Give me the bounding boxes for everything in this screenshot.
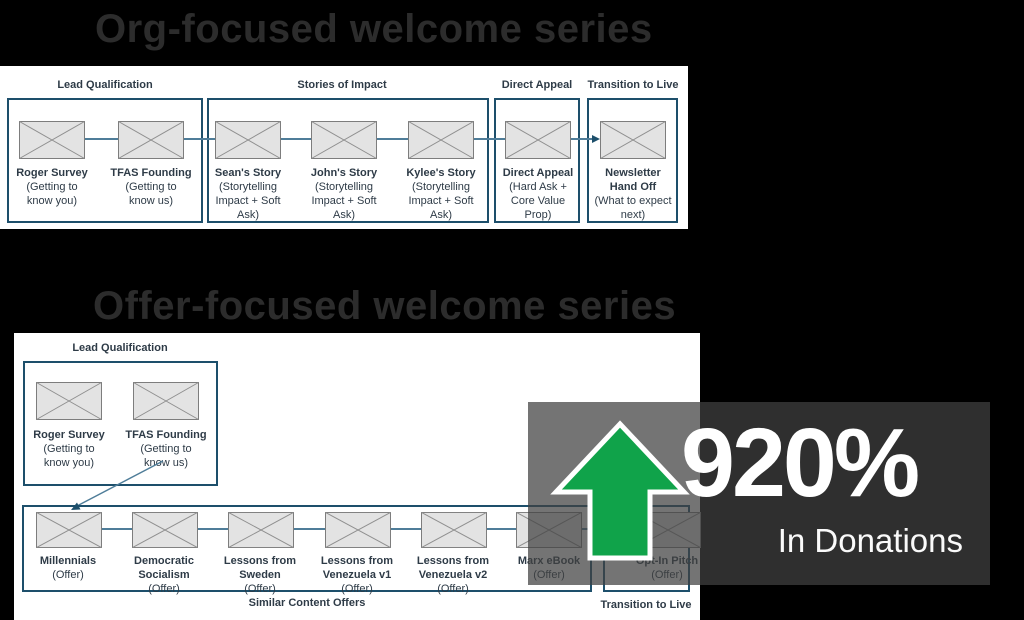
offer-series-title: Offer-focused welcome series <box>93 284 677 328</box>
email-envelope-icon <box>132 512 198 548</box>
email-envelope-icon <box>311 121 377 159</box>
email-name: Roger Survey <box>16 167 88 179</box>
email-name: TFAS Founding <box>125 429 207 441</box>
connector-line <box>377 138 408 140</box>
org-diagram-canvas: Lead Qualification Stories of Impact Dir… <box>0 66 688 229</box>
email-label: TFAS Founding (Getting to know us) <box>102 166 200 208</box>
email-label: TFAS Founding (Getting to know us) <box>117 428 215 470</box>
email-envelope-icon <box>36 382 102 420</box>
email-name: Kylee's Story <box>406 167 476 179</box>
growth-up-arrow-icon <box>550 420 690 561</box>
connector-line <box>281 138 311 140</box>
email-label: Lessons from Venezuela v2 (Offer) <box>404 554 502 596</box>
connector-line <box>390 528 421 530</box>
email-name: Democratic Socialism <box>134 555 194 581</box>
connector-line <box>486 528 516 530</box>
connector-line <box>293 528 325 530</box>
email-envelope-icon <box>118 121 184 159</box>
email-label: Lessons from Venezuela v1 (Offer) <box>308 554 406 596</box>
email-name: John's Story <box>310 167 378 179</box>
email-envelope-icon <box>36 512 102 548</box>
email-envelope-icon <box>215 121 281 159</box>
email-envelope-icon <box>325 512 391 548</box>
email-label: Direct Appeal (Hard Ask + Core Value Pro… <box>489 166 587 222</box>
email-envelope-icon <box>408 121 474 159</box>
email-sub: (Offer) <box>52 569 84 581</box>
email-label: Millennials (Offer) <box>19 554 117 582</box>
email-envelope-icon <box>19 121 85 159</box>
org-series-title: Org-focused welcome series <box>95 7 653 51</box>
email-name: Lessons from Venezuela v1 <box>320 555 394 581</box>
connector-line <box>474 138 505 140</box>
section-box-direct-appeal <box>494 98 580 223</box>
email-sub: (Getting to know you) <box>26 181 78 207</box>
email-envelope-icon <box>133 382 199 420</box>
stat-caption: In Donations <box>777 522 963 559</box>
email-label: Kylee's Story (Storytelling Impact + Sof… <box>392 166 490 222</box>
email-name: Direct Appeal <box>502 167 574 179</box>
email-sub: (Hard Ask + Core Value Prop) <box>509 181 567 221</box>
email-label: Democratic Socialism (Offer) <box>115 554 213 596</box>
email-name: Lessons from Venezuela v2 <box>416 555 490 581</box>
email-envelope-icon <box>228 512 294 548</box>
section-label-transition-to-live: Transition to Live <box>587 79 679 91</box>
section-box-stories-of-impact <box>207 98 489 223</box>
email-name: Sean's Story <box>214 167 282 179</box>
section-label-direct-appeal: Direct Appeal <box>501 79 573 91</box>
email-sub: (Offer) <box>148 583 180 595</box>
email-label: Roger Survey (Getting to know you) <box>3 166 101 208</box>
section-box-lead-qualification <box>7 98 203 223</box>
stat-value: 920% <box>681 408 920 517</box>
email-name: TFAS Founding <box>110 167 192 179</box>
email-label: John's Story (Storytelling Impact + Soft… <box>295 166 393 222</box>
arrowhead-icon <box>592 135 600 143</box>
email-envelope-icon <box>421 512 487 548</box>
email-name: Roger Survey <box>33 429 105 441</box>
section-label-similar-content-offers: Similar Content Offers <box>248 597 366 609</box>
email-envelope-icon <box>600 121 666 159</box>
email-sub: (Offer) <box>341 583 373 595</box>
section-label-lead-qualification: Lead Qualification <box>72 342 168 354</box>
email-sub: (Offer) <box>437 583 469 595</box>
section-label-stories-of-impact: Stories of Impact <box>297 79 387 91</box>
connector-line <box>184 138 215 140</box>
connector-line <box>197 528 228 530</box>
email-label: Newsletter Hand Off (What to expect next… <box>584 166 682 222</box>
email-sub: (Offer) <box>244 583 276 595</box>
email-sub: (Getting to know us) <box>140 443 192 469</box>
email-label: Lessons from Sweden (Offer) <box>211 554 309 596</box>
email-envelope-icon <box>505 121 571 159</box>
email-name: Lessons from Sweden <box>223 555 297 581</box>
section-box-transition-to-live <box>587 98 678 223</box>
email-name: Newsletter Hand Off <box>605 167 661 193</box>
connector-line <box>101 528 132 530</box>
email-label: Roger Survey (Getting to know you) <box>20 428 118 470</box>
email-sub: (Getting to know us) <box>125 181 177 207</box>
email-sub: (What to expect next) <box>594 195 672 221</box>
connector-line <box>85 138 118 140</box>
connector-line <box>571 138 593 140</box>
email-name: Millennials <box>39 555 97 567</box>
email-label: Sean's Story (Storytelling Impact + Soft… <box>199 166 297 222</box>
section-label-transition-to-live: Transition to Live <box>600 599 692 611</box>
email-sub: (Storytelling Impact + Soft Ask) <box>408 181 474 221</box>
email-sub: (Getting to know you) <box>43 443 95 469</box>
section-label-lead-qualification: Lead Qualification <box>57 79 153 91</box>
email-sub: (Storytelling Impact + Soft Ask) <box>215 181 281 221</box>
section-box-lead-qualification <box>23 361 218 486</box>
email-sub: (Storytelling Impact + Soft Ask) <box>311 181 377 221</box>
